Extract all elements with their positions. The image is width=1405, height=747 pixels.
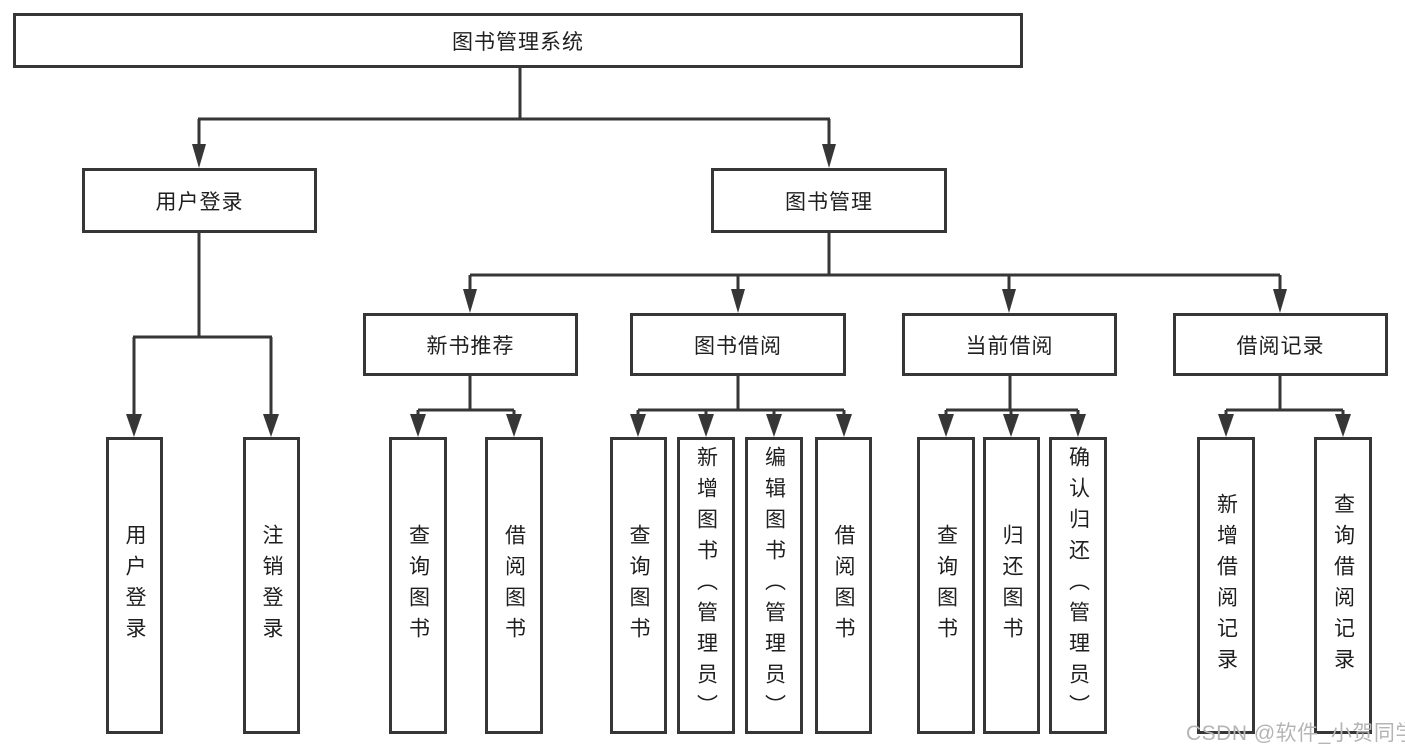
- leaf-label: 查询图书: [406, 523, 430, 648]
- leaf-label: 确认归还（管理员）: [1066, 446, 1090, 725]
- leaf-label: 归还图书: [1000, 523, 1024, 648]
- leaf-label: 新增借阅记录: [1214, 492, 1238, 679]
- node-label: 当前借阅: [965, 334, 1054, 358]
- leaf-label: 查询借阅记录: [1331, 492, 1355, 679]
- leaf-label: 查询图书: [934, 523, 958, 648]
- node-label: 借阅记录: [1236, 334, 1325, 358]
- node-current-borrowing: 当前借阅: [902, 313, 1117, 376]
- leaf-add-borrow-record: 新增借阅记录: [1197, 437, 1255, 734]
- node-library-management-system: 图书管理系统: [13, 13, 1023, 68]
- node-label: 新书推荐: [426, 334, 515, 358]
- node-label: 图书管理系统: [452, 30, 584, 54]
- leaf-borrow-books-recommend: 借阅图书: [485, 437, 543, 734]
- leaf-query-books-current: 查询图书: [917, 437, 975, 734]
- leaf-query-borrow-record: 查询借阅记录: [1314, 437, 1372, 734]
- leaf-query-books-recommend: 查询图书: [389, 437, 447, 734]
- watermark: CSDN @软件_小贺同学: [1186, 722, 1405, 745]
- leaf-label: 借阅图书: [832, 523, 856, 648]
- leaf-query-books-borrow: 查询图书: [610, 437, 667, 734]
- node-user-login: 用户登录: [82, 168, 317, 233]
- node-book-borrowing: 图书借阅: [630, 313, 846, 376]
- leaf-add-books-admin: 新增图书（管理员）: [677, 437, 735, 734]
- node-label: 图书借阅: [694, 334, 782, 358]
- leaf-label: 新增图书（管理员）: [694, 446, 718, 725]
- node-label: 用户登录: [155, 190, 244, 214]
- leaf-edit-books-admin: 编辑图书（管理员）: [745, 437, 803, 734]
- leaf-borrow-books: 借阅图书: [815, 437, 872, 734]
- leaf-label: 用户登录: [123, 523, 147, 648]
- leaf-return-books: 归还图书: [983, 437, 1040, 734]
- leaf-label: 借阅图书: [502, 523, 526, 648]
- node-label: 图书管理: [785, 190, 873, 214]
- node-borrowing-records: 借阅记录: [1173, 313, 1388, 376]
- leaf-confirm-return-admin: 确认归还（管理员）: [1049, 437, 1107, 734]
- leaf-label: 编辑图书（管理员）: [762, 446, 786, 725]
- leaf-logout-login: 注销登录: [243, 437, 300, 734]
- node-new-book-recommendation: 新书推荐: [363, 313, 578, 376]
- leaf-user-login: 用户登录: [106, 437, 163, 734]
- leaf-label: 查询图书: [627, 523, 651, 648]
- node-book-management: 图书管理: [711, 168, 947, 233]
- leaf-label: 注销登录: [260, 523, 284, 648]
